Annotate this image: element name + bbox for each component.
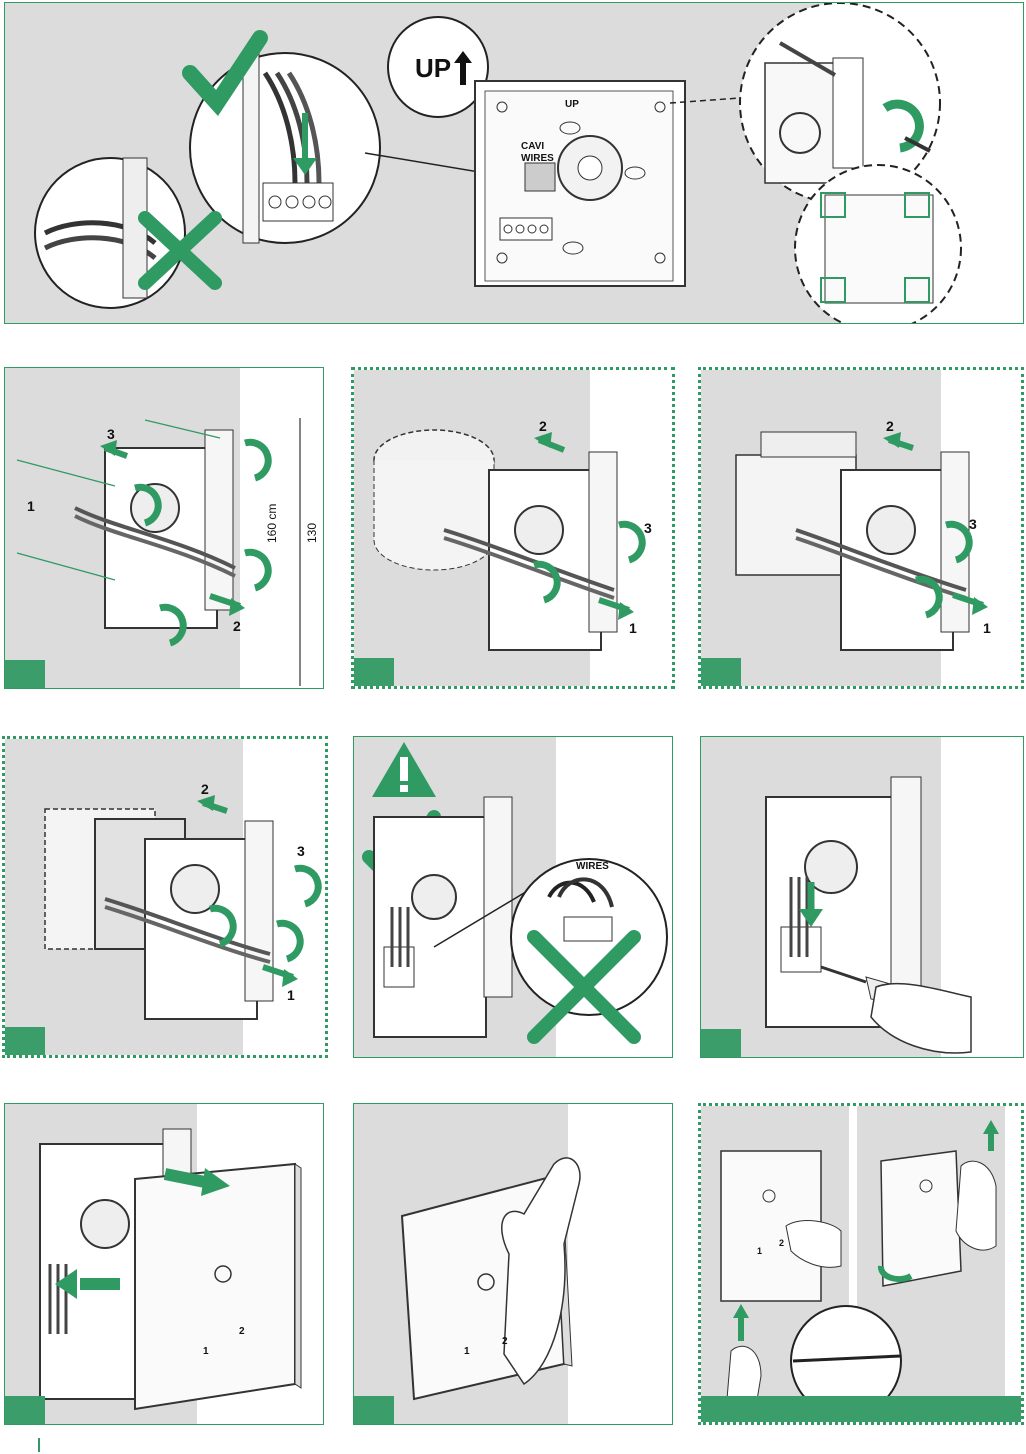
up-bubble <box>387 16 489 118</box>
height-160: 160 cm <box>265 503 279 543</box>
step-5-wires-label: WIRES <box>576 861 609 872</box>
step-4-num-2: 2 <box>201 781 209 797</box>
step-panel-4: 1 2 3 <box>2 736 328 1058</box>
height-130: 130 cm <box>305 522 324 543</box>
step-9-button-1: 1 <box>757 1246 763 1256</box>
step-8-button-2: 2 <box>502 1336 508 1347</box>
step-3-num-2: 2 <box>886 418 894 434</box>
step-1-illustration <box>16 418 301 686</box>
step-7-illustration <box>39 1128 302 1411</box>
cross-mark-icon <box>138 211 222 290</box>
step-3-num-3: 3 <box>969 516 977 532</box>
step-5-illustration <box>362 742 668 1044</box>
hand-icon <box>501 1157 581 1386</box>
up-small-label: UP <box>565 99 579 110</box>
step-4-num-3: 3 <box>297 843 305 859</box>
step-2-num-3: 3 <box>644 520 652 536</box>
cross-mark-icon <box>527 930 641 1044</box>
step-9-button-2: 2 <box>779 1238 785 1248</box>
step-4-illustration <box>44 795 322 1020</box>
step-panel-2: 1 2 3 <box>351 367 675 689</box>
step-4-num-1: 1 <box>287 987 295 1003</box>
device-front <box>134 1162 296 1411</box>
hand-icon <box>870 982 972 1054</box>
step-2-num-1: 1 <box>629 620 637 636</box>
step-8-button-1: 1 <box>464 1346 470 1357</box>
step-1-num-2: 2 <box>233 618 241 634</box>
step-2-illustration <box>373 429 646 651</box>
page-marker <box>38 1438 40 1452</box>
rotate-arrow-icon <box>882 99 924 153</box>
step-panel-3: 1 2 3 <box>698 367 1024 689</box>
top-illustration <box>34 3 962 323</box>
step-8-illustration <box>400 1157 581 1401</box>
handset-icon <box>477 1273 495 1291</box>
step-1-num-3: 3 <box>107 426 115 442</box>
wires-label: WIRES <box>521 153 554 164</box>
step-7-button-2: 2 <box>239 1326 245 1337</box>
cavi-label: CAVI <box>521 141 545 152</box>
step-panel-1: 1 2 3 160 cm 130 cm <box>4 367 324 689</box>
check-mark-icon <box>182 30 268 117</box>
step-panel-6 <box>700 736 1024 1058</box>
step-panel-9: 1 2 <box>698 1103 1024 1425</box>
step-3-num-1: 1 <box>983 620 991 636</box>
step-2-num-2: 2 <box>539 418 547 434</box>
up-arrow-icon <box>454 51 472 85</box>
top-panel: UP UP CAVI WIRES <box>4 2 1024 324</box>
step-panel-5: WIRES <box>353 736 673 1058</box>
up-label: UP <box>415 53 452 83</box>
step-7-button-1: 1 <box>203 1346 209 1357</box>
step-6-illustration <box>765 776 972 1054</box>
step-3-illustration <box>735 431 988 651</box>
handset-icon <box>214 1265 232 1283</box>
step-panel-7: 1 2 <box>4 1103 324 1425</box>
step-1-num-1: 1 <box>27 498 35 514</box>
step-9-illustration <box>720 1120 999 1417</box>
step-panel-8: 1 2 <box>353 1103 673 1425</box>
